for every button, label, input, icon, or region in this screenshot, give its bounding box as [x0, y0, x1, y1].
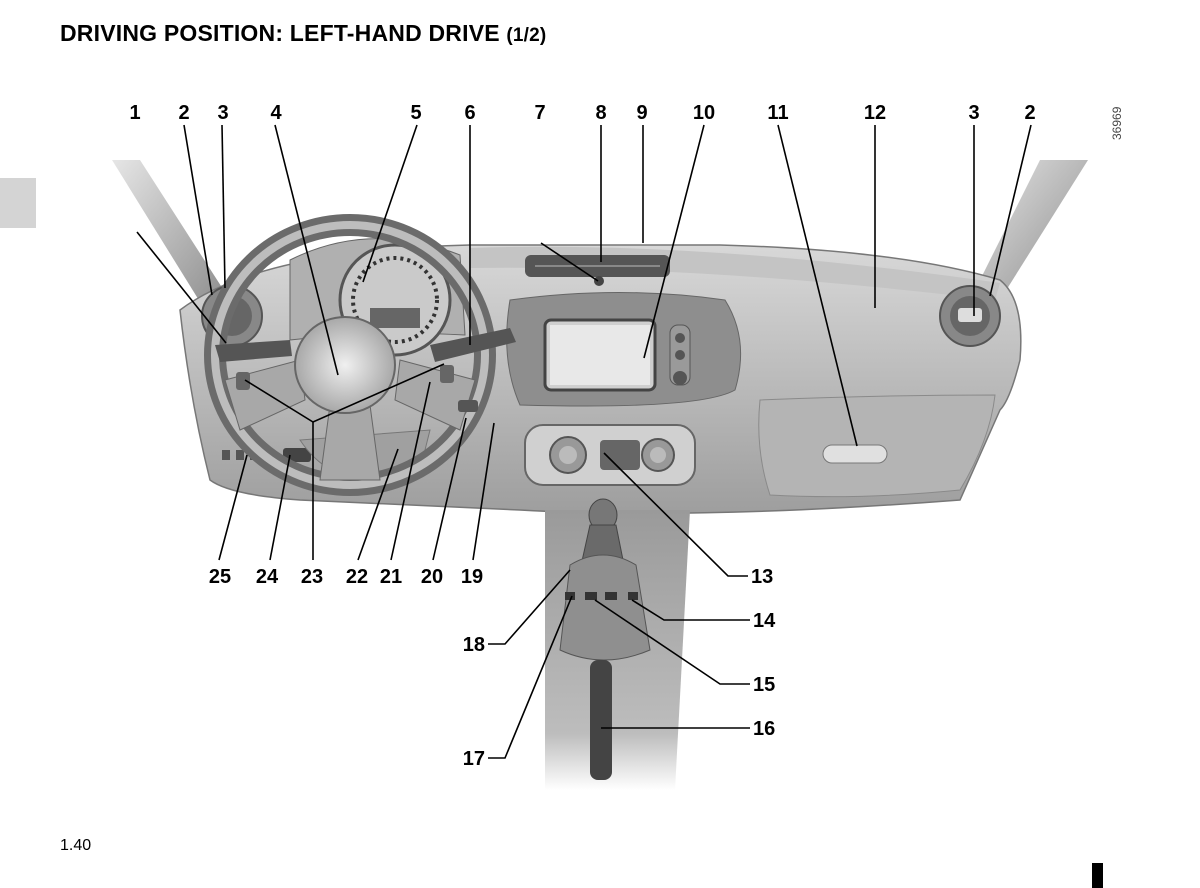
callout-16: 16: [753, 718, 775, 740]
callout-2-right: 2: [1024, 102, 1035, 124]
left-a-pillar: [112, 160, 230, 310]
hazard-button: [594, 276, 604, 286]
chapter-tab: [0, 178, 36, 228]
callout-8: 8: [595, 102, 606, 124]
callout-5: 5: [410, 102, 421, 124]
callout-11: 11: [767, 102, 788, 124]
callout-23: 23: [301, 566, 323, 588]
callout-4: 4: [270, 102, 282, 124]
callout-20: 20: [421, 566, 443, 588]
callout-12: 12: [864, 102, 886, 124]
callout-18: 18: [463, 634, 485, 656]
callout-19: 19: [461, 566, 483, 588]
title-part: (1/2): [506, 25, 547, 46]
callout-9: 9: [636, 102, 647, 124]
callout-25: 25: [209, 566, 231, 588]
callout-21: 21: [380, 566, 402, 588]
callout-15: 15: [753, 674, 775, 696]
leader-lines: [136, 124, 1032, 759]
title-main: DRIVING POSITION: LEFT-HAND DRIVE: [60, 20, 500, 46]
callout-7: 7: [534, 102, 545, 124]
callout-10: 10: [693, 102, 715, 124]
callout-6: 6: [464, 102, 475, 124]
callout-3-right: 3: [968, 102, 979, 124]
callout-1: 1: [129, 102, 140, 124]
parking-brake-lever: [590, 660, 612, 780]
right-a-pillar: [975, 160, 1088, 300]
page-title: DRIVING POSITION: LEFT-HAND DRIVE (1/2): [60, 20, 546, 47]
glovebox-handle: [822, 444, 888, 464]
callout-14: 14: [753, 610, 776, 632]
callout-13: 13: [751, 566, 773, 588]
callout-17: 17: [463, 748, 485, 770]
callout-2: 2: [178, 102, 189, 124]
left-stalk: [215, 340, 292, 362]
page-number: 1.40: [60, 837, 92, 854]
page-marker: [1092, 863, 1103, 888]
callout-3: 3: [217, 102, 228, 124]
callout-22: 22: [346, 566, 368, 588]
steering-hub: [294, 316, 396, 414]
right-stalk: [430, 328, 516, 362]
callout-24: 24: [256, 566, 279, 588]
